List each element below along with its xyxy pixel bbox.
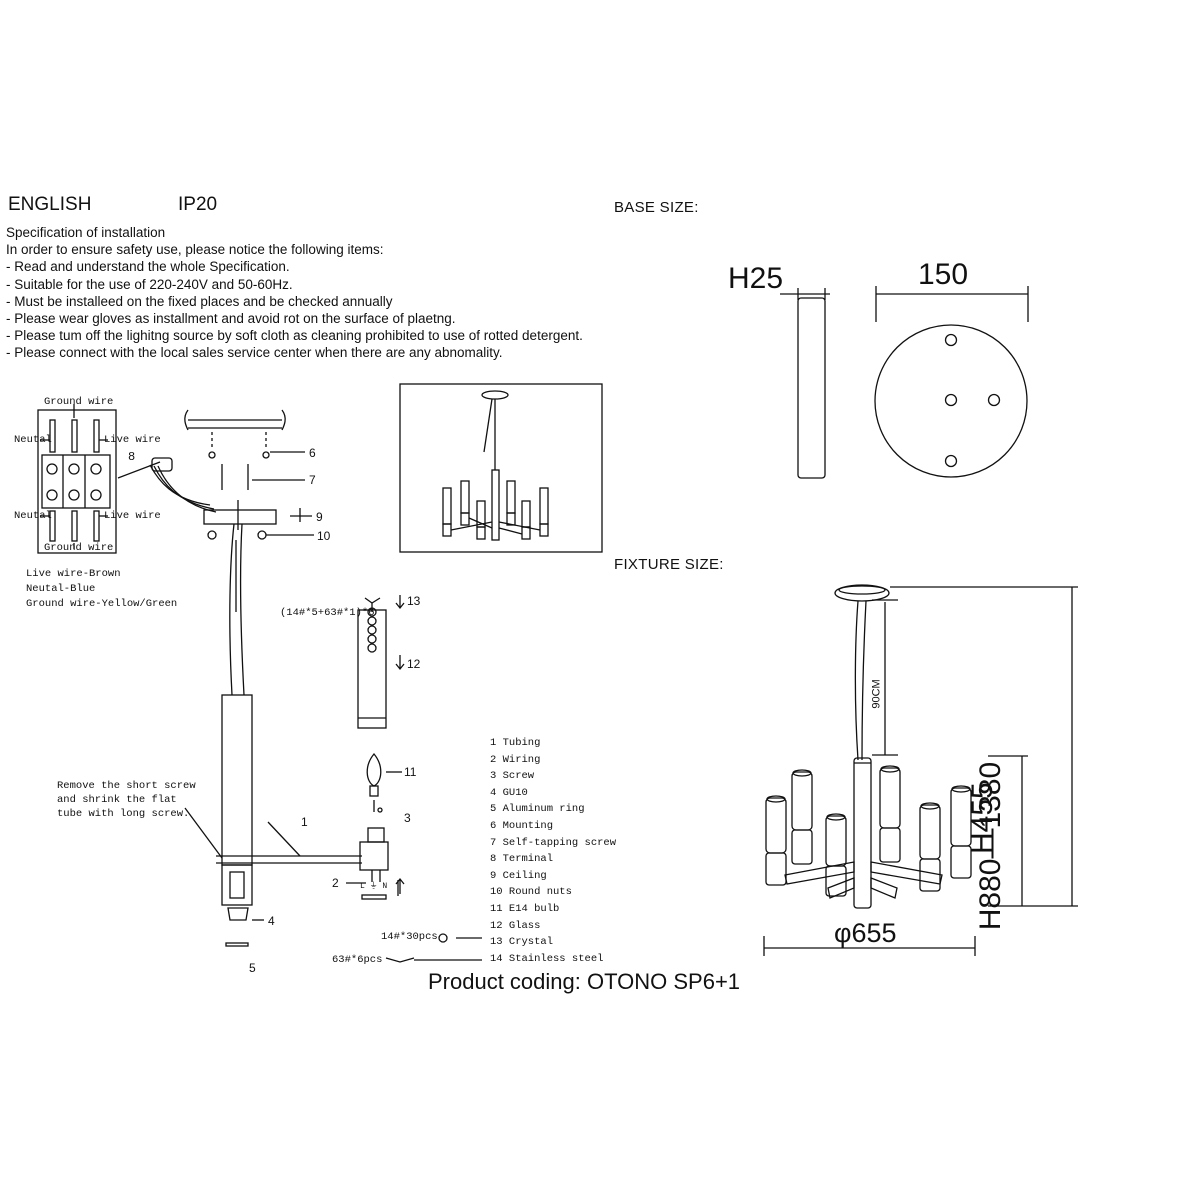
ground-wire-label-top: Ground wire bbox=[44, 396, 114, 408]
callout-2: 2 bbox=[332, 876, 339, 890]
terminal-block-diagram bbox=[37, 404, 217, 554]
neutal-label-top: Neutal bbox=[14, 434, 52, 446]
parts-list-item: 8 Terminal bbox=[490, 853, 554, 866]
base-size-title: BASE SIZE: bbox=[614, 199, 699, 216]
parts-list-item: 5 Aluminum ring bbox=[490, 803, 585, 816]
spec-line: - Suitable for the use of 220-240V and 5… bbox=[6, 276, 293, 292]
legend-item: Live wire-Brown bbox=[26, 568, 121, 580]
parts-list-item: 9 Ceiling bbox=[490, 869, 547, 882]
parts-list-item: 13 Crystal bbox=[490, 936, 554, 949]
note-line: Remove the short screw bbox=[57, 780, 196, 792]
spec-line: - Please wear gloves as installment and … bbox=[6, 311, 456, 327]
spec-line: - Please connect with the local sales se… bbox=[6, 345, 503, 361]
parts-list-item: 1 Tubing bbox=[490, 737, 541, 749]
fixture-size-title: FIXTURE SIZE: bbox=[614, 556, 724, 573]
parts-list-item: 14 Stainless steel bbox=[490, 952, 604, 965]
assembly-note: Remove the short screw and shrink the fl… bbox=[57, 779, 196, 821]
callout-3: 3 bbox=[404, 811, 411, 825]
spec-line: - Read and understand the whole Specific… bbox=[6, 259, 290, 275]
steel-count: 63#*6pcs bbox=[332, 954, 383, 966]
parts-list-item: 3 Screw bbox=[490, 770, 535, 783]
language-label: ENGLISH bbox=[8, 194, 92, 215]
spec-line: - Must be installeed on the fixed places… bbox=[6, 293, 393, 309]
callout-5: 5 bbox=[249, 961, 256, 975]
legend-item: Neutal-Blue bbox=[26, 583, 96, 595]
fixture-diameter-label: φ655 bbox=[834, 918, 897, 948]
parts-list-item: 12 Glass bbox=[490, 919, 541, 932]
spec-line: - Please tum off the lighitng source by … bbox=[6, 328, 583, 344]
callout-13: 13 bbox=[407, 594, 421, 608]
terminal-letters: L ⏚ N bbox=[360, 882, 388, 891]
fixture-elevation-drawing bbox=[763, 584, 1078, 956]
crystal-formula: (14#*5+63#*1)*6 bbox=[280, 607, 375, 619]
specification-text: Specification of installation In order t… bbox=[6, 224, 583, 362]
callout-4: 4 bbox=[268, 914, 275, 928]
legend-item: Ground wire-Yellow/Green bbox=[26, 598, 178, 610]
fixture-preview-thumbnail bbox=[399, 383, 603, 553]
neutal-label-bottom: Neutal bbox=[14, 510, 52, 522]
callout-10: 10 bbox=[317, 529, 331, 543]
callout-12: 12 bbox=[407, 657, 421, 671]
callout-7: 7 bbox=[309, 473, 316, 487]
callout-1: 1 bbox=[301, 815, 308, 829]
wire-color-legend: Live wire-Brown Neutal-Blue Ground wire-… bbox=[26, 567, 177, 612]
parts-list-item: 7 Self-tapping screw bbox=[490, 836, 617, 849]
callout-8: 8 bbox=[128, 450, 136, 464]
callout-6: 6 bbox=[309, 446, 316, 460]
ip-rating-label: IP20 bbox=[178, 194, 218, 215]
parts-list-item: 6 Mounting bbox=[490, 819, 554, 832]
base-diameter-label: 150 bbox=[918, 258, 969, 291]
ceiling-mount-assembly bbox=[184, 409, 482, 963]
live-wire-label-bottom: Live wire bbox=[104, 510, 161, 522]
parts-list-item: 2 Wiring bbox=[490, 753, 541, 766]
spec-line: In order to ensure safety use, please no… bbox=[6, 242, 384, 258]
crystal-count: 14#*30pcs bbox=[381, 931, 438, 943]
base-side-view bbox=[780, 288, 830, 479]
product-coding: Product coding: OTONO SP6+1 bbox=[428, 969, 741, 994]
parts-list-item: 11 E14 bulb bbox=[490, 902, 560, 915]
parts-list-item: 10 Round nuts bbox=[490, 886, 572, 899]
note-line: tube with long screw. bbox=[57, 808, 190, 820]
parts-list: 1 Tubing 2 Wiring 3 Screw 4 GU10 5 Alumi… bbox=[490, 737, 616, 969]
base-height-label: H25 bbox=[728, 262, 784, 295]
callout-9: 9 bbox=[316, 510, 323, 524]
spec-line: Specification of installation bbox=[6, 225, 166, 240]
ground-wire-label-bottom: Ground wire bbox=[44, 542, 114, 554]
base-top-view bbox=[874, 286, 1029, 478]
note-line: and shrink the flat bbox=[57, 794, 177, 806]
callout-11: 11 bbox=[404, 765, 417, 779]
live-wire-label-top: Live wire bbox=[104, 434, 161, 446]
parts-list-item: 4 GU10 bbox=[490, 786, 528, 799]
cable-length-label: 90CM bbox=[870, 679, 883, 709]
